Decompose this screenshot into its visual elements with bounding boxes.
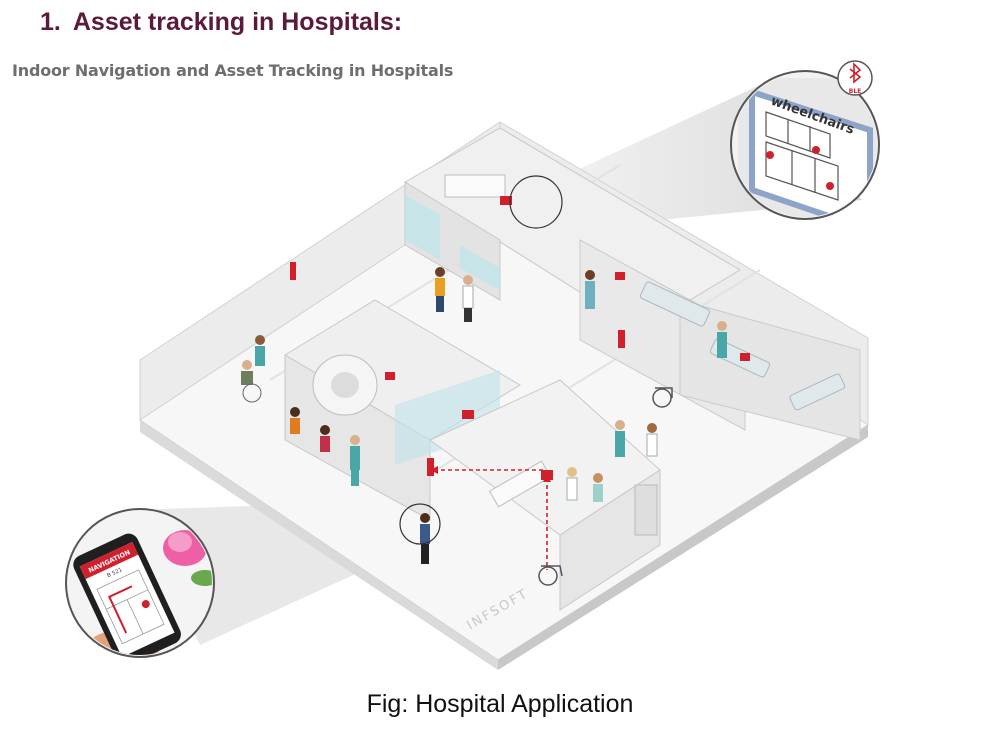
asset-callout: wheelchairs BLE — [730, 60, 880, 220]
wall-beacon — [427, 458, 434, 476]
illustration-subtitle: Indoor Navigation and Asset Tracking in … — [12, 61, 454, 80]
figure-caption: Fig: Hospital Application — [366, 690, 634, 718]
bluetooth-badge — [837, 60, 873, 96]
ble-label: BLE — [849, 88, 862, 95]
tracked-asset-marker — [509, 175, 563, 229]
navigation-callout: NAVIGATION B 521 — [65, 508, 215, 658]
location-pin-icon — [141, 600, 150, 609]
people — [241, 267, 727, 564]
lab-room — [404, 127, 741, 331]
section-title: Asset tracking in Hospitals: — [72, 8, 403, 36]
section-number: 1. — [40, 8, 61, 36]
section-heading: 1. Asset tracking in Hospitals: — [40, 8, 402, 37]
tracked-beacon — [541, 470, 553, 480]
route-arrow — [430, 466, 438, 474]
hospital-illustration: INFSOFT wheelchairs BLE — [65, 60, 880, 670]
user-location-marker — [399, 503, 441, 545]
bluetooth-icon — [849, 62, 862, 84]
wall-beacon — [290, 262, 296, 280]
navigation-route — [438, 469, 548, 570]
wheelchair-asset — [538, 387, 673, 586]
